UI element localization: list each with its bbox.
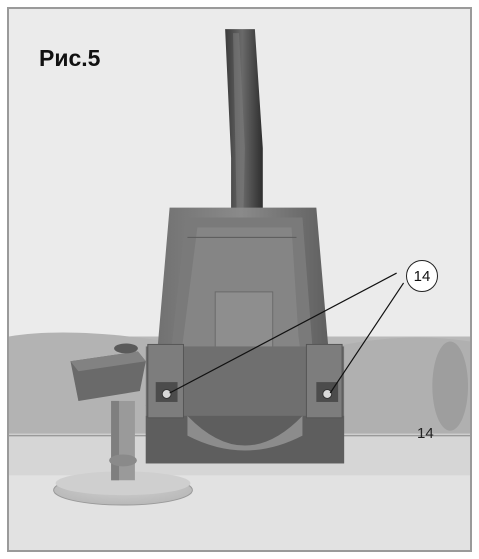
figure-frame: Рис.5 14 14 (7, 7, 472, 552)
handle-tube (225, 29, 263, 238)
part-label: 14 (417, 425, 434, 442)
screw-icon (316, 382, 339, 402)
figure-title: Рис.5 (39, 45, 101, 71)
clamp-block (145, 343, 345, 464)
callout-leader-lines (169, 272, 405, 394)
screw-icon (155, 382, 178, 402)
callout-marker: 14 (406, 260, 438, 292)
callout-number: 14 (413, 267, 431, 285)
vacuum-nozzle-photo (9, 9, 470, 550)
wing-knob-icon (53, 343, 193, 506)
